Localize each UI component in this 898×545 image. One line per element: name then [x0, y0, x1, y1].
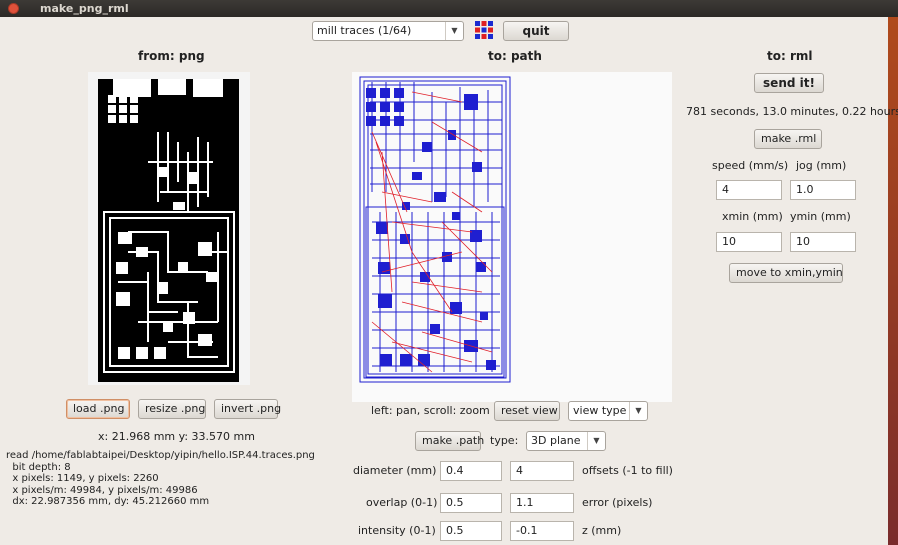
send-it-button[interactable]: send it!	[754, 73, 824, 93]
chevron-down-icon: ▼	[629, 402, 647, 420]
close-window-icon[interactable]	[8, 3, 19, 14]
title-bar: make_png_rml	[0, 0, 898, 17]
quit-button[interactable]: quit	[503, 21, 569, 41]
jog-field[interactable]: 1.0	[790, 180, 856, 200]
load-png-button[interactable]: load .png	[66, 399, 130, 419]
invert-png-button[interactable]: invert .png	[214, 399, 281, 419]
png-file-info: read /home/fablabtaipei/Desktop/yipin/he…	[6, 450, 315, 508]
xmin-field[interactable]: 10	[716, 232, 782, 252]
path-type-select[interactable]: 3D plane ▼	[526, 431, 606, 451]
offsets-field[interactable]: 4	[510, 461, 574, 481]
speed-label: speed (mm/s)	[712, 159, 789, 172]
intensity-field[interactable]: 0.5	[440, 521, 502, 541]
ymin-label: ymin (mm)	[790, 210, 851, 223]
xmin-label: xmin (mm)	[722, 210, 783, 223]
jog-label: jog (mm)	[796, 159, 847, 172]
window-title: make_png_rml	[40, 2, 129, 15]
make-rml-button[interactable]: make .rml	[754, 129, 822, 149]
make-path-button[interactable]: make .path	[415, 431, 484, 451]
intensity-label: intensity (0-1)	[358, 524, 436, 537]
desktop-background	[888, 17, 898, 545]
path-view-canvas[interactable]	[352, 72, 672, 402]
pan-zoom-hint: left: pan, scroll: zoom	[371, 404, 490, 417]
offsets-label: offsets (-1 to fill)	[582, 464, 673, 477]
overlap-label: overlap (0-1)	[366, 496, 438, 509]
from-png-heading: from: png	[138, 49, 205, 63]
view-type-select[interactable]: view type ▼	[568, 401, 648, 421]
move-to-xmin-ymin-button[interactable]: move to xmin,ymin	[729, 263, 843, 283]
resize-png-button[interactable]: resize .png	[138, 399, 206, 419]
cursor-coordinates: x: 21.968 mm y: 33.570 mm	[98, 430, 255, 443]
app-grid-icon	[474, 20, 494, 40]
chevron-down-icon: ▼	[587, 432, 605, 450]
type-label: type:	[490, 434, 519, 447]
mode-select[interactable]: mill traces (1/64) ▼	[312, 21, 464, 41]
diameter-label: diameter (mm)	[353, 464, 437, 477]
overlap-field[interactable]: 0.5	[440, 493, 502, 513]
to-rml-heading: to: rml	[767, 49, 813, 63]
view-type-value: view type	[573, 404, 627, 417]
z-label: z (mm)	[582, 524, 622, 537]
chevron-down-icon: ▼	[445, 22, 463, 40]
to-path-heading: to: path	[488, 49, 542, 63]
time-estimate: 781 seconds, 13.0 minutes, 0.22 hours	[686, 105, 898, 118]
diameter-field[interactable]: 0.4	[440, 461, 502, 481]
mode-select-value: mill traces (1/64)	[317, 24, 412, 37]
reset-view-button[interactable]: reset view	[494, 401, 560, 421]
error-field[interactable]: 1.1	[510, 493, 574, 513]
ymin-field[interactable]: 10	[790, 232, 856, 252]
error-label: error (pixels)	[582, 496, 653, 509]
path-type-value: 3D plane	[531, 434, 581, 447]
png-preview-canvas[interactable]	[88, 72, 250, 385]
z-field[interactable]: -0.1	[510, 521, 574, 541]
speed-field[interactable]: 4	[716, 180, 782, 200]
app-window: mill traces (1/64) ▼ quit from: png to: …	[0, 17, 898, 545]
